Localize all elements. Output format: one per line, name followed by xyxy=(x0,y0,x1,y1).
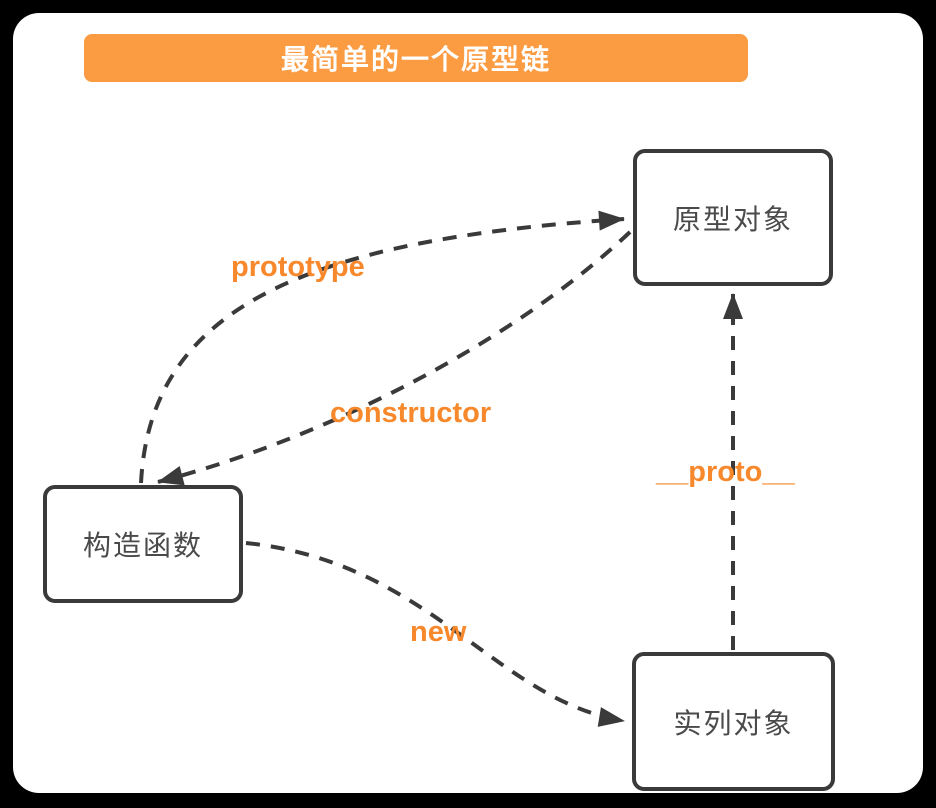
edge-label-constructor: constructor xyxy=(330,397,492,429)
edge-label-new: new xyxy=(410,616,467,648)
node-instance-object-label: 实列对象 xyxy=(673,707,794,739)
diagram-title: 最简单的一个原型链 xyxy=(280,44,551,75)
node-constructor-function-label: 构造函数 xyxy=(82,530,203,561)
title-banner: 最简单的一个原型链 xyxy=(84,34,748,82)
node-instance-object: 实列对象 xyxy=(632,652,835,791)
edge-label-proto: __proto__ xyxy=(656,456,795,488)
node-prototype-object: 原型对象 xyxy=(633,149,833,286)
node-prototype-object-label: 原型对象 xyxy=(672,203,793,235)
node-constructor-function: 构造函数 xyxy=(43,485,243,603)
edge-label-prototype: prototype xyxy=(231,251,365,283)
